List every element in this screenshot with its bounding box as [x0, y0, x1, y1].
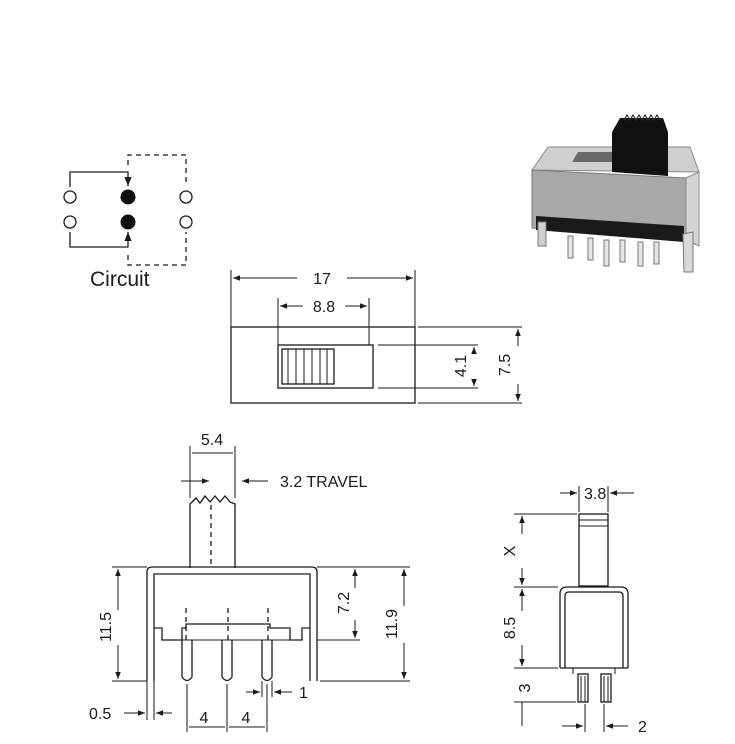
dim-knob-height: 4.1	[453, 355, 470, 377]
dim-pin-offset: 7.2	[336, 592, 353, 614]
dim-travel: 3.2 TRAVEL	[280, 474, 368, 491]
terminal-open	[179, 215, 193, 229]
dim-pitch-1: 4	[200, 710, 209, 727]
dim-side-pin-width: 2	[638, 719, 647, 736]
dim-side-knob-width: 3.8	[584, 486, 606, 503]
side-view: 3.8 X 8.5 3 2	[502, 486, 647, 736]
dim-height-right: 11.9	[384, 609, 401, 639]
front-view: 5.4 3.2 TRAVEL 11.5 7.2 11.9 0.5	[89, 432, 410, 732]
circuit-caption: Circuit	[90, 268, 150, 291]
dim-width: 17	[313, 271, 331, 288]
dim-wall: 0.5	[89, 706, 111, 723]
terminal-open	[179, 190, 193, 204]
terminal-common	[120, 214, 136, 230]
dim-side-pin-length: 3	[517, 683, 534, 692]
dim-knob-width: 5.4	[201, 432, 223, 449]
dim-height-left: 11.5	[98, 612, 115, 642]
dim-body-height: 7.5	[497, 354, 514, 376]
circuit-diagram: Circuit	[63, 154, 193, 291]
dim-pin-width: 1	[299, 685, 308, 702]
switch-3d-illustration	[531, 113, 700, 273]
top-view: 17 8.8 4.1 7.5	[230, 270, 522, 404]
dim-pitch-2: 4	[242, 710, 251, 727]
terminal-open	[63, 215, 77, 229]
dim-side-knob-height: X	[502, 545, 519, 556]
dim-side-body-height: 8.5	[502, 617, 519, 639]
dim-slot-width: 8.8	[313, 299, 335, 316]
terminal-common	[120, 189, 136, 205]
terminal-open	[63, 190, 77, 204]
